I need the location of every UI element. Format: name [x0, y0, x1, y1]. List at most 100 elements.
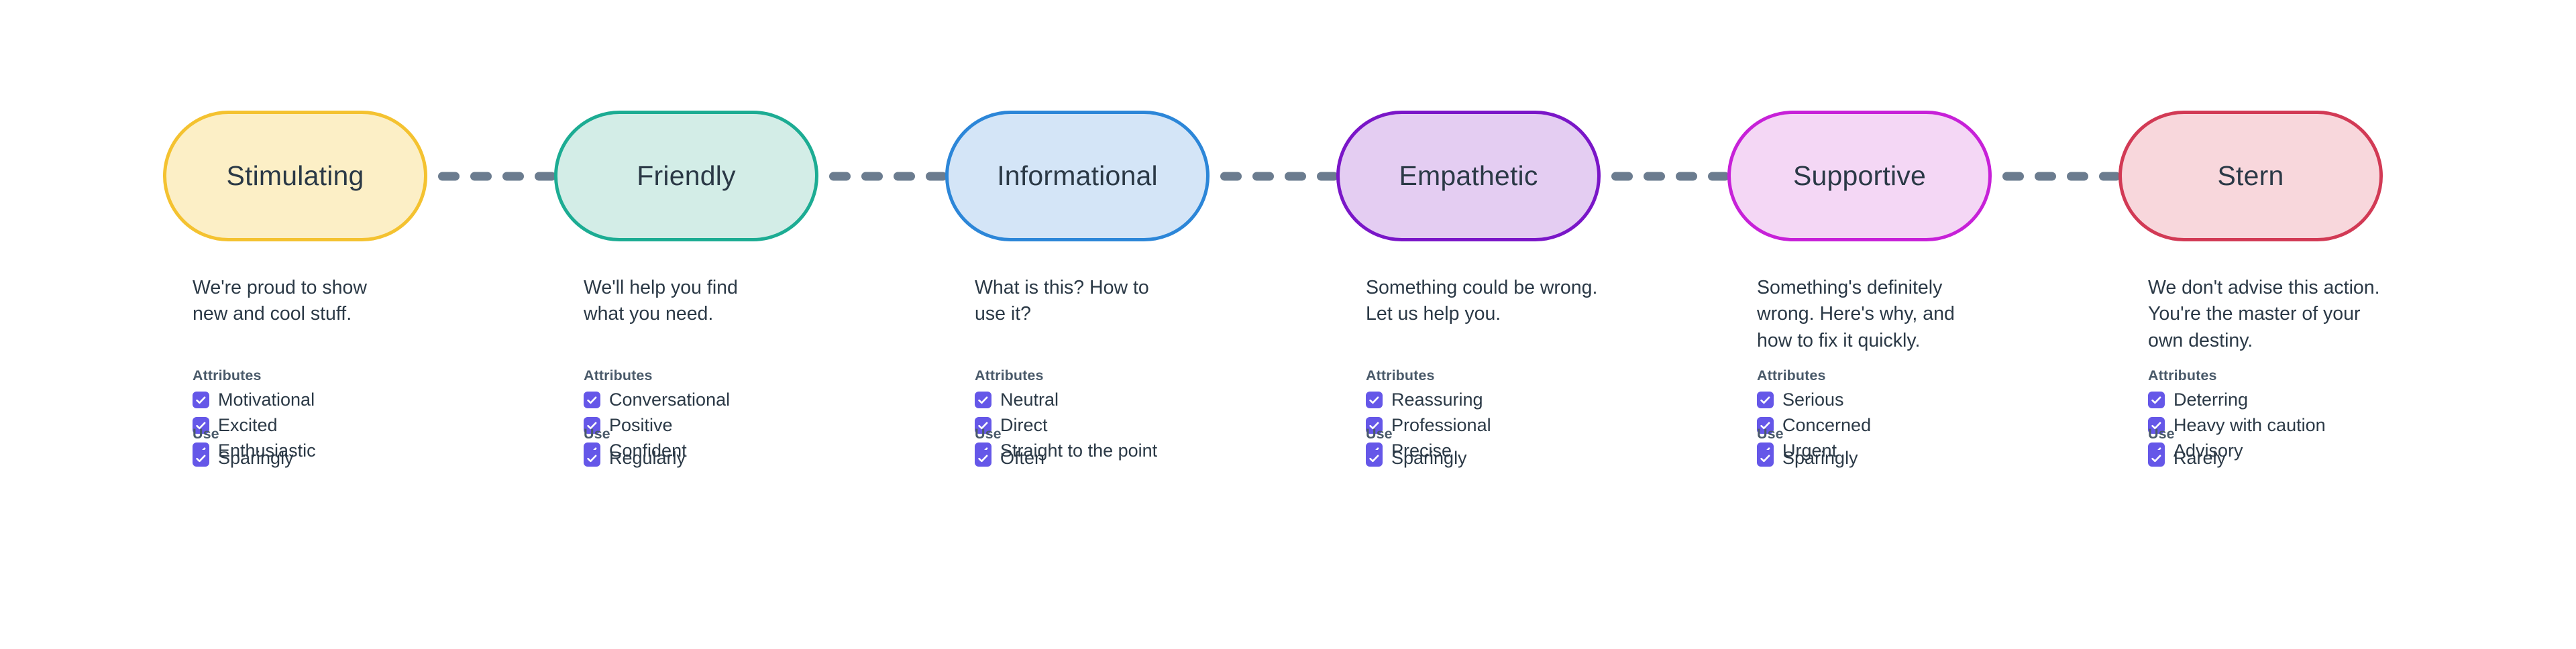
attributes-item-label: Heavy with caution	[2174, 415, 2326, 436]
attributes-item[interactable]: Deterring	[2148, 390, 2326, 410]
use-heading: Use	[1757, 426, 1784, 442]
attributes-item[interactable]: Professional	[1366, 415, 1491, 436]
checkbox-checked-icon[interactable]	[2148, 417, 2165, 434]
checkbox-checked-icon[interactable]	[584, 417, 600, 434]
dash-segment	[2067, 172, 2088, 180]
use-item[interactable]: Sparingly	[1757, 448, 1858, 469]
attributes-item[interactable]: Neutral	[975, 390, 1157, 410]
checkbox-checked-icon[interactable]	[193, 450, 209, 467]
use-item[interactable]: Regularly	[584, 448, 686, 469]
tone-column-body: We don't advise this action. You're the …	[2118, 275, 2510, 468]
attributes-heading: Attributes	[1366, 367, 1435, 384]
checkbox-checked-icon[interactable]	[2148, 450, 2165, 467]
use-heading: Use	[1366, 426, 1393, 442]
attributes-item-label: Concerned	[1782, 415, 1872, 436]
checkbox-checked-icon[interactable]	[975, 417, 991, 434]
tone-description: Something's definitely wrong. Here's why…	[1757, 277, 1955, 351]
attributes-item[interactable]: Direct	[975, 415, 1157, 436]
dash-segment	[829, 172, 851, 180]
attributes-item-label: Advisory	[2174, 440, 2243, 461]
checkbox-checked-icon[interactable]	[1757, 417, 1774, 434]
dash-segment	[1285, 172, 1306, 180]
use-item[interactable]: Sparingly	[1366, 448, 1467, 469]
tone-pill-stimulating[interactable]: Stimulating	[163, 111, 427, 241]
dash-segment	[926, 172, 947, 180]
tone-pill-label: Stern	[2217, 160, 2284, 191]
use-item[interactable]: Often	[975, 448, 1044, 469]
attributes-item[interactable]: Straight to the point	[975, 440, 1157, 461]
dash-segment	[535, 172, 556, 180]
attributes-item[interactable]: Positive	[584, 415, 730, 436]
tone-pill-label: Friendly	[637, 160, 736, 191]
attributes-item[interactable]: Concerned	[1757, 415, 1871, 436]
dash-segment	[1611, 172, 1633, 180]
tone-column-stern: Stern We don't advise this action. You're…	[2118, 111, 2510, 468]
checkbox-checked-icon[interactable]	[193, 417, 209, 434]
attributes-item-label: Reassuring	[1391, 390, 1483, 410]
use-item-label: Sparingly	[1782, 448, 1858, 468]
dash-segment	[1220, 172, 1242, 180]
dash-segment	[2099, 172, 2121, 180]
checkbox-checked-icon[interactable]	[1757, 450, 1774, 467]
checkbox-checked-icon[interactable]	[584, 450, 600, 467]
tone-description: We'll help you find what you need.	[584, 277, 738, 325]
dash-segment	[502, 172, 524, 180]
tone-pill-informational[interactable]: Informational	[945, 111, 1210, 241]
dash-segment	[1644, 172, 1665, 180]
dash-segment	[2002, 172, 2024, 180]
attributes-heading: Attributes	[584, 367, 653, 384]
tone-description: Something could be wrong. Let us help yo…	[1366, 277, 1598, 325]
checkbox-checked-icon[interactable]	[1366, 392, 1383, 409]
tone-column-body: Something could be wrong. Let us help yo…	[1336, 275, 1727, 468]
attributes-item[interactable]: Serious	[1757, 390, 1871, 410]
attributes-item[interactable]: Heavy with caution	[2148, 415, 2326, 436]
attributes-item[interactable]: Motivational	[193, 390, 316, 410]
tone-pill-stern[interactable]: Stern	[2118, 111, 2383, 241]
checkbox-checked-icon[interactable]	[975, 450, 991, 467]
tone-column-body: We're proud to show new and cool stuff.A…	[163, 275, 554, 468]
tone-pill-friendly[interactable]: Friendly	[554, 111, 818, 241]
checkbox-checked-icon[interactable]	[1366, 417, 1383, 434]
dash-segment	[894, 172, 915, 180]
pill-row: Stimulating	[163, 111, 556, 241]
attributes-heading: Attributes	[1757, 367, 1826, 384]
tone-pill-label: Supportive	[1792, 160, 1926, 191]
tone-pill-label: Empathetic	[1399, 160, 1538, 191]
checkbox-checked-icon[interactable]	[975, 392, 991, 409]
dash-segment	[2035, 172, 2056, 180]
attributes-item-label: Motivational	[218, 390, 315, 410]
tone-pill-supportive[interactable]: Supportive	[1727, 111, 1992, 241]
attributes-item[interactable]: Reassuring	[1366, 390, 1491, 410]
dashed-line-icon	[1611, 171, 1729, 181]
attributes-item[interactable]: Conversational	[584, 390, 730, 410]
use-item-label: Rarely	[2174, 448, 2226, 468]
use-item-label: Sparingly	[1391, 448, 1467, 468]
tone-pill-empathetic[interactable]: Empathetic	[1336, 111, 1601, 241]
checkbox-checked-icon[interactable]	[584, 392, 600, 409]
attributes-item-label: Precise	[1391, 440, 1452, 461]
use-item[interactable]: Rarely	[2148, 448, 2226, 469]
checkbox-checked-icon[interactable]	[1366, 450, 1383, 467]
attributes-item-label: Deterring	[2174, 390, 2249, 410]
attributes-item-label: Conversational	[609, 390, 731, 410]
attributes-item-label: Urgent	[1782, 440, 1837, 461]
attributes-item-label: Enthusiastic	[218, 440, 316, 461]
attributes-item-label: Professional	[1391, 415, 1491, 436]
dash-segment	[861, 172, 883, 180]
checkbox-checked-icon[interactable]	[193, 392, 209, 409]
attributes-item[interactable]: Excited	[193, 415, 316, 436]
dashed-line-icon	[829, 171, 947, 181]
checkbox-checked-icon[interactable]	[1757, 392, 1774, 409]
use-item[interactable]: Sparingly	[193, 448, 294, 469]
checkbox-checked-icon[interactable]	[2148, 392, 2165, 409]
dash-segment	[1252, 172, 1274, 180]
